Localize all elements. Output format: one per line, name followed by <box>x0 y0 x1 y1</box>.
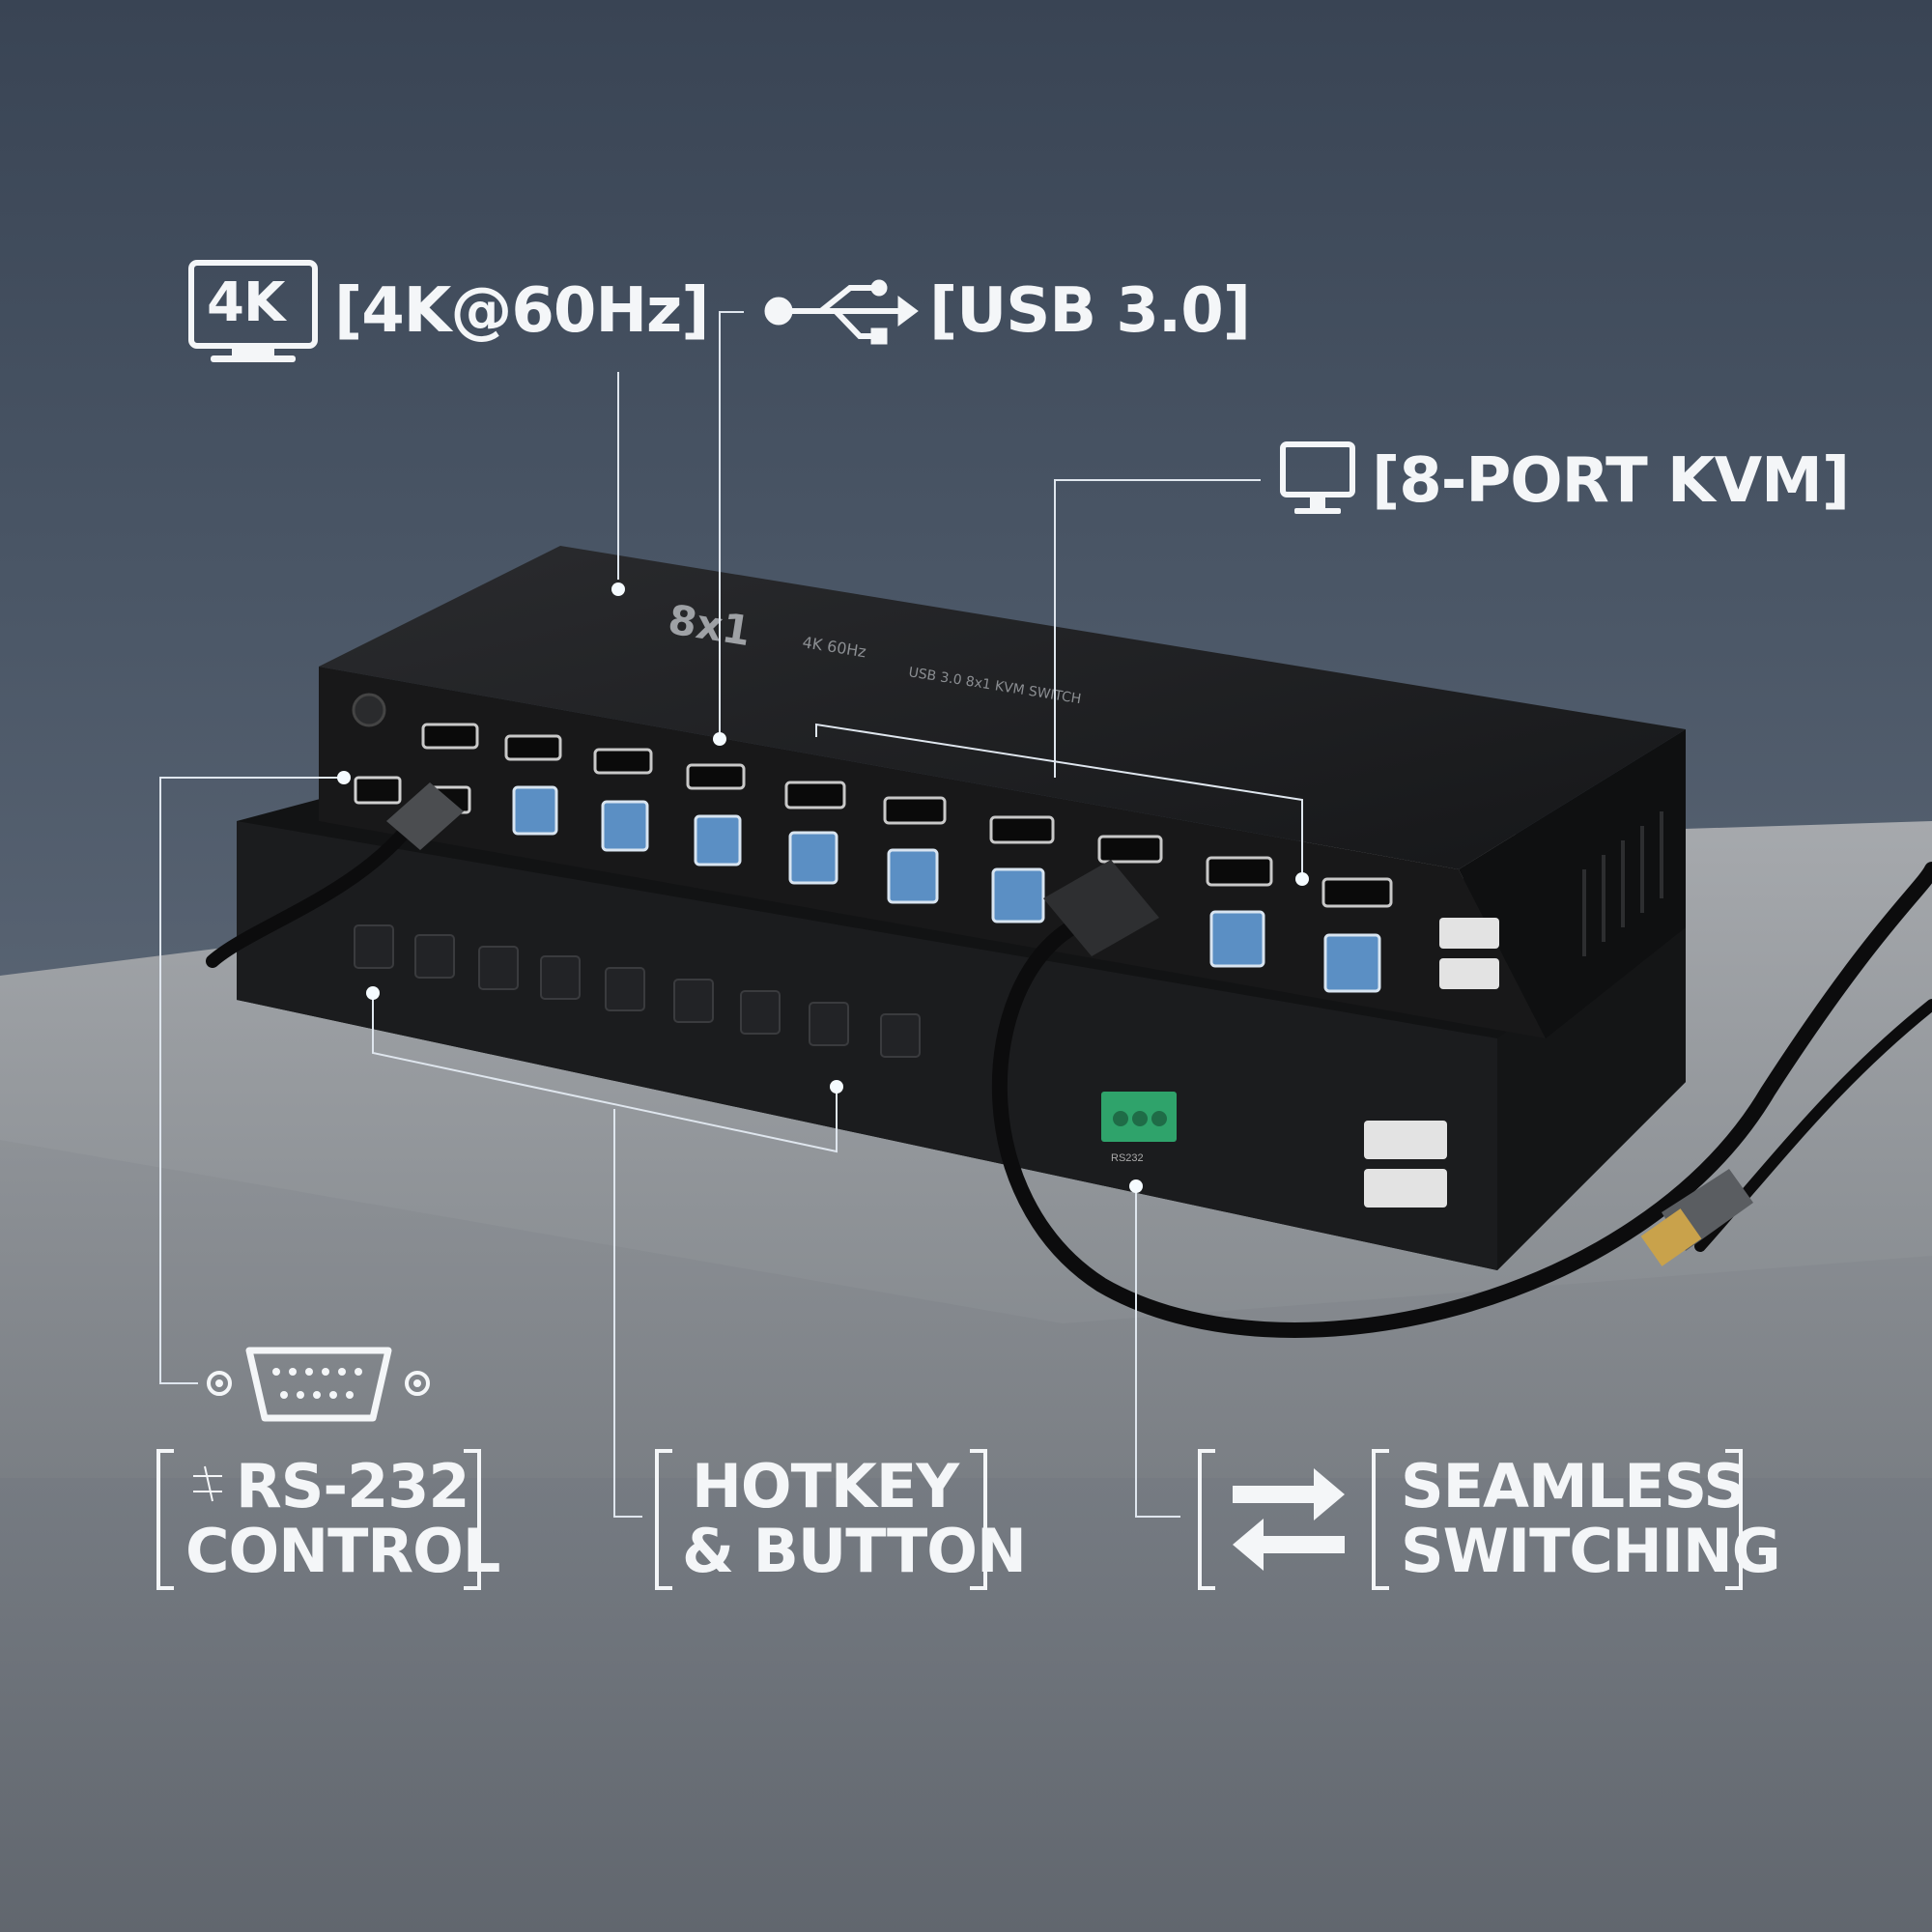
monitor-4k-icon <box>188 260 318 362</box>
resolution-label: [4K@60Hz] <box>334 275 709 347</box>
serial-arrow-icon <box>193 1465 222 1502</box>
4k-badge: 4K <box>207 271 285 334</box>
swap-arrows-icon <box>1233 1468 1345 1571</box>
rs232-bracket-right <box>464 1449 481 1590</box>
hotkey-line1: HOTKEY <box>692 1451 959 1521</box>
cable-plugs <box>386 782 1753 1266</box>
usb-a-ports-upper <box>1439 918 1499 989</box>
swap-bracket-left <box>1198 1449 1215 1590</box>
rs232-line1: RS-232 <box>236 1451 470 1521</box>
rs232-bracket-left <box>156 1449 174 1590</box>
switching-line2: SWITCHING <box>1401 1516 1781 1586</box>
hotkey-bracket-right <box>970 1449 987 1590</box>
terminal-label: RS232 <box>1111 1152 1144 1164</box>
hdmi-ports <box>421 723 1393 908</box>
usb-a-ports-lower <box>1364 1121 1447 1208</box>
kvm-label: [8-PORT KVM] <box>1372 445 1850 517</box>
switching-line1: SEAMLESS <box>1401 1451 1747 1521</box>
callout-dots <box>337 582 1309 1193</box>
hotkey-line2: & BUTTON <box>682 1516 1027 1586</box>
power-jack <box>352 693 386 727</box>
db9-connector-icon <box>207 1347 430 1422</box>
switching-bracket-left <box>1372 1449 1389 1590</box>
switching-bracket-right <box>1725 1449 1743 1590</box>
callout-lines <box>159 311 1303 1518</box>
kvm-upper-unit: 8x1 4K 60Hz USB 3.0 8x1 KVM SWITCH <box>319 546 1686 1038</box>
usb-icon <box>764 279 919 345</box>
monitor-icon <box>1280 441 1355 514</box>
rs232-line2: CONTROL <box>185 1516 500 1586</box>
side-vents <box>1582 811 1663 956</box>
front-switch-buttons <box>354 924 921 1058</box>
usb-label: [USB 3.0] <box>929 275 1251 347</box>
usb-b-ports <box>512 785 1381 993</box>
hotkey-bracket-left <box>655 1449 672 1590</box>
